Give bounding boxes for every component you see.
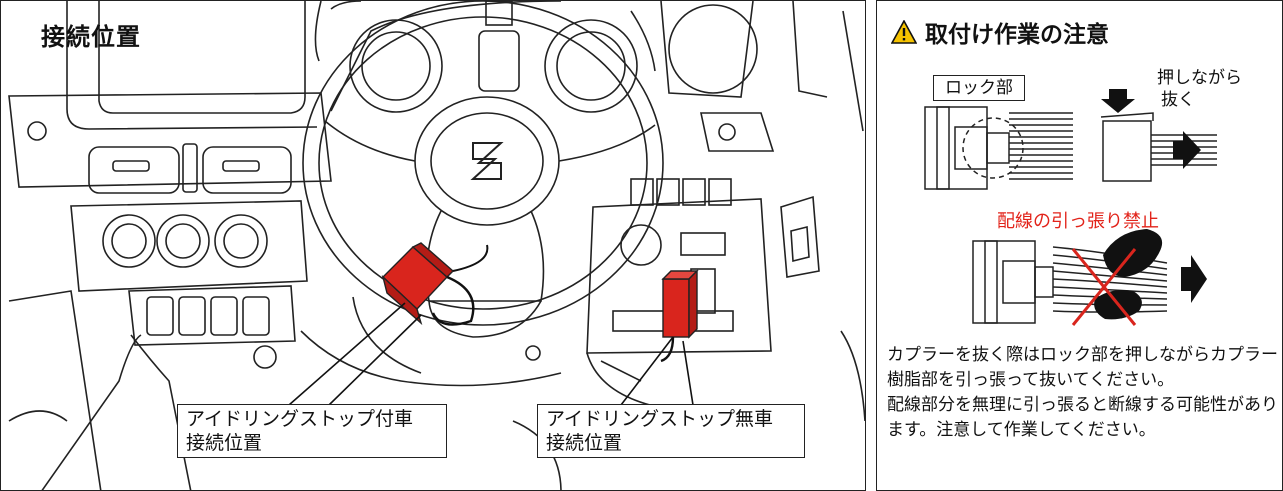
climate-knob-right <box>214 214 268 268</box>
callout-line: 接続位置 <box>546 432 623 454</box>
nav-screen-outline <box>98 1 306 114</box>
note-paragraph: 配線部分を無理に引っ張ると断線する可能性があります。注意して作業してください。 <box>887 395 1278 440</box>
callout-line: アイドリングストップ付車 <box>186 408 414 430</box>
caution-heading: 取付け作業の注意 <box>891 15 1109 49</box>
steering-logo-icon <box>470 142 504 180</box>
prohibit-cross-icon <box>1071 248 1137 326</box>
dashboard-illustration <box>8 1 865 490</box>
climate-knob-left <box>102 214 156 268</box>
arrow-right-icon <box>1173 131 1201 169</box>
module-with-idle-stop <box>381 242 489 326</box>
warning-icon <box>891 20 917 44</box>
callout-line: アイドリングストップ無車 <box>546 408 774 430</box>
climate-knob-center <box>156 214 210 268</box>
note-paragraph: カプラーを抜く際はロック部を押しながらカプラー樹脂部を引っ張って抜いてください。 <box>887 345 1278 390</box>
center-air-vent <box>202 146 292 194</box>
hazard-switch <box>182 143 198 193</box>
caution-title: 取付け作業の注意 <box>925 22 1109 48</box>
module-without-idle-stop <box>660 269 699 363</box>
arrow-down-icon <box>1101 89 1135 113</box>
speedometer-right <box>544 19 638 113</box>
callout-with-idle-stop: アイドリングストップ付車 接続位置 <box>177 404 447 458</box>
callout-line: 接続位置 <box>186 432 263 454</box>
caution-note: カプラーを抜く際はロック部を押しながらカプラー樹脂部を引っ張って抜いてください。… <box>887 343 1279 443</box>
lock-part-label: ロック部 <box>933 75 1025 101</box>
press-label-line: 押しながら <box>1157 68 1242 88</box>
lock-part <box>986 132 1010 164</box>
steering-wheel-rim <box>302 1 664 326</box>
wire-pull-prohibited-label: 配線の引っ張り禁止 <box>997 211 1159 232</box>
installation-caution-panel: 取付け作業の注意 ロック部 押しながら 抜く 配線の引っ張り禁止 カプラーを抜く… <box>876 0 1283 491</box>
coupler-prohibited <box>972 240 1036 324</box>
callout-without-idle-stop: アイドリングストップ無車 接続位置 <box>537 404 805 458</box>
connection-position-panel: 接続位置 アイドリングストップ付車 接続位置 アイドリングストップ無車 接続位置 <box>0 0 866 491</box>
press-label-line: 抜く <box>1161 90 1195 110</box>
press-and-pull-label: 押しながら 抜く <box>1157 67 1242 111</box>
speedometer-left <box>349 19 443 113</box>
page-title: 接続位置 <box>41 23 141 51</box>
coupler-illustration <box>924 89 1217 326</box>
left-air-vent <box>88 146 180 194</box>
coupler-body <box>924 106 988 190</box>
arrow-right-icon <box>1181 255 1207 303</box>
coupler-side <box>1102 120 1152 182</box>
